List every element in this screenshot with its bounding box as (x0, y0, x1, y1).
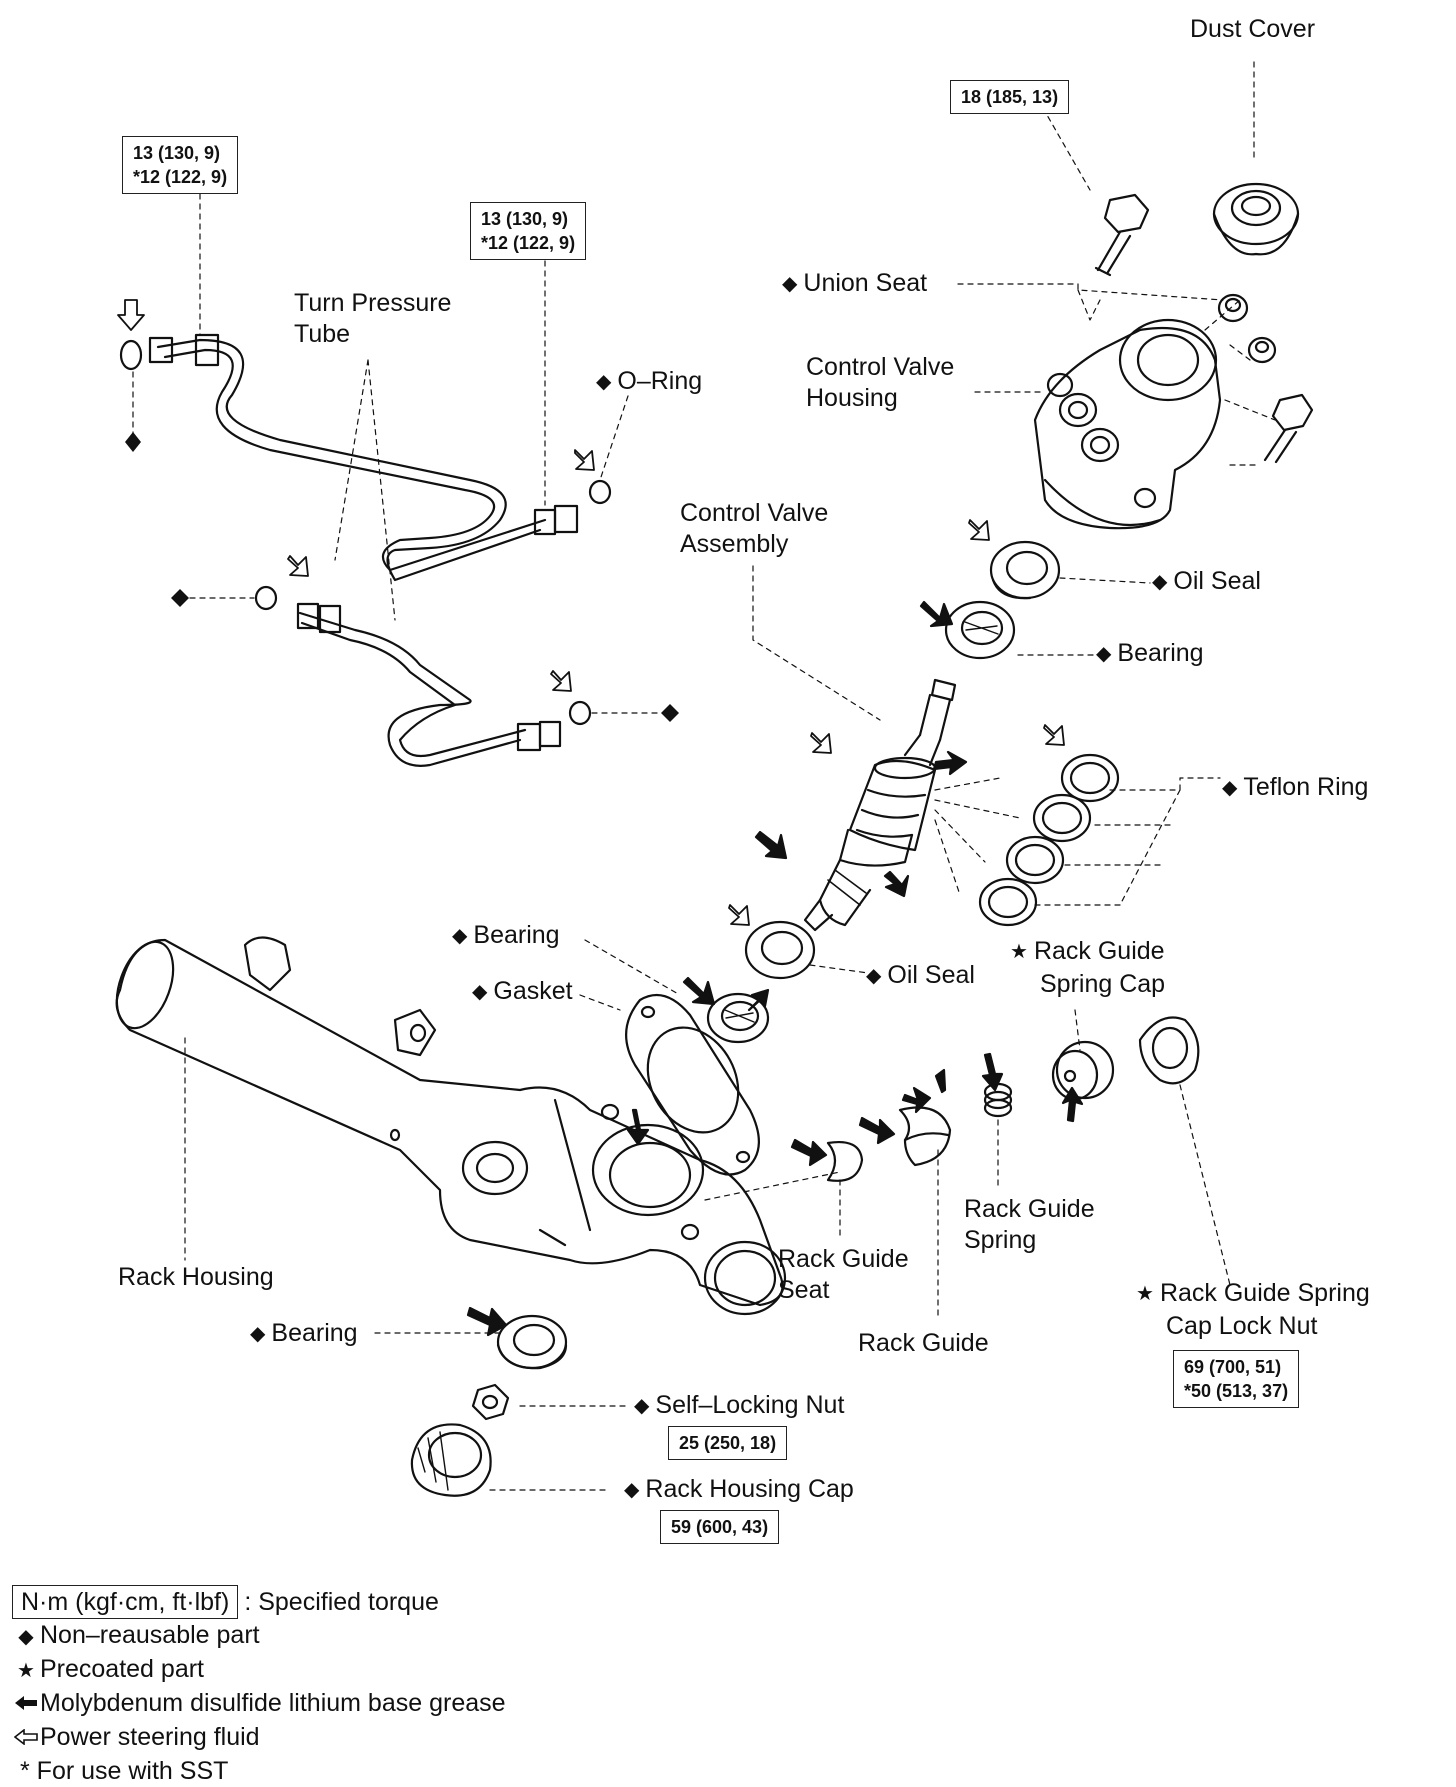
dust-cover-part (1212, 182, 1300, 256)
label-oil-seal-lower: ◆Oil Seal (866, 961, 975, 989)
torque-value-sst: *12 (122, 9) (133, 167, 228, 187)
star-icon: ★ (17, 1660, 35, 1682)
bearing-bottom-part (496, 1314, 568, 1370)
label-bearing-bottom: ◆Bearing (250, 1319, 358, 1347)
rack-guide-spring-cap-lock-nut-part (1138, 1016, 1200, 1085)
diamond-icon: ◆ (1152, 571, 1168, 593)
label-teflon-ring: ◆Teflon Ring (1222, 773, 1369, 801)
diamond-icon: ◆ (18, 1626, 34, 1648)
torque-box-rack-housing-cap: 59 (600, 43) (660, 1510, 780, 1544)
diamond-icon: ◆ (596, 371, 612, 393)
legend-unit-box: N·m (kgf·cm, ft·lbf) (12, 1585, 239, 1619)
rack-guide-seat-part (826, 1141, 864, 1182)
bearing-upper-part (944, 600, 1016, 660)
torque-value: 69 (700, 51) (1184, 1357, 1282, 1377)
diamond-icon: ◆ (250, 1323, 266, 1345)
label-rack-guide-spring-cap-lock-nut: ★Rack Guide Spring Cap Lock Nut (1136, 1279, 1370, 1340)
non-reusable-markers (125, 432, 679, 722)
union-seat-parts (1217, 293, 1277, 364)
oil-seal-upper-part (989, 540, 1061, 600)
label-rack-guide-spring-cap: ★Rack Guide Spring Cap (1010, 937, 1166, 998)
legend: N·m (kgf·cm, ft·lbf): Specified torque ◆… (12, 1585, 506, 1787)
label-bearing-upper: ◆Bearing (1096, 639, 1204, 667)
diamond-icon: ◆ (634, 1395, 650, 1417)
torque-value: 13 (130, 9) (481, 209, 569, 229)
legend-torque-row: N·m (kgf·cm, ft·lbf): Specified torque (12, 1585, 506, 1619)
label-gasket: ◆Gasket (472, 977, 573, 1005)
bolt-housing-right (1263, 393, 1314, 464)
label-bearing-mid: ◆Bearing (452, 921, 560, 949)
rack-guide-spring-part (983, 1082, 1013, 1118)
torque-value: 13 (130, 9) (133, 143, 221, 163)
gasket-part (625, 993, 760, 1176)
legend-precoated-row: ★Precoated part (12, 1653, 506, 1687)
label-rack-housing-cap: ◆Rack Housing Cap (624, 1475, 854, 1503)
torque-box-self-locking-nut: 25 (250, 18) (668, 1426, 788, 1460)
bearing-mid-part (706, 992, 770, 1044)
label-union-seat: ◆Union Seat (782, 269, 928, 297)
turn-pressure-tube-lower (296, 602, 562, 767)
label-rack-housing: Rack Housing (118, 1263, 274, 1291)
control-valve-housing-part (1033, 318, 1222, 530)
legend-ps-fluid-row: Power steering fluid (12, 1721, 506, 1755)
label-dust-cover: Dust Cover (1190, 15, 1316, 43)
torque-value-sst: *12 (122, 9) (481, 233, 576, 253)
oil-seal-lower-part (744, 920, 816, 980)
label-turn-pressure-tube: Turn Pressure Tube (294, 289, 452, 348)
moly-grease-arrows (466, 600, 1084, 1337)
diamond-icon: ◆ (472, 981, 488, 1003)
self-locking-nut-part (471, 1383, 510, 1421)
torque-box-union-bolt-left: 13 (130, 9) *12 (122, 9) (122, 136, 239, 194)
diamond-icon: ◆ (782, 273, 798, 295)
label-o-ring: ◆O–Ring (596, 367, 703, 395)
torque-box-housing-bolt: 18 (185, 13) (950, 80, 1070, 114)
torque-value: 25 (250, 18) (679, 1433, 777, 1453)
teflon-ring-parts (978, 753, 1120, 927)
legend-sst-row: * For use with SST (20, 1757, 229, 1785)
star-icon: ★ (1010, 941, 1028, 963)
diamond-icon: ◆ (1096, 643, 1112, 665)
torque-value-sst: *50 (513, 37) (1184, 1381, 1289, 1401)
solid-arrow-icon (12, 1689, 40, 1721)
bolt-18nm (1094, 193, 1150, 277)
leader-lines (132, 61, 1276, 1491)
diamond-icon: ◆ (866, 965, 882, 987)
diamond-icon: ◆ (1222, 777, 1238, 799)
diamond-icon: ◆ (452, 925, 468, 947)
label-self-locking-nut: ◆Self–Locking Nut (634, 1391, 845, 1419)
label-oil-seal-upper: ◆Oil Seal (1152, 567, 1261, 595)
legend-non-reusable-row: ◆Non–reausable part (12, 1619, 506, 1653)
o-ring-parts (119, 339, 612, 726)
rack-housing-cap-part (410, 1423, 492, 1497)
diamond-icon: ◆ (624, 1479, 640, 1501)
rack-housing-part (115, 936, 787, 1316)
label-rack-guide-spring: Rack Guide Spring (964, 1195, 1095, 1254)
legend-unit-desc: : Specified torque (244, 1588, 439, 1616)
label-rack-guide-seat: Rack Guide Seat (778, 1245, 909, 1304)
power-steering-fluid-arrows (117, 299, 1065, 926)
torque-value: 59 (600, 43) (671, 1517, 769, 1537)
label-control-valve-housing: Control Valve Housing (806, 353, 955, 412)
rack-guide-spring-cap-part (1051, 1040, 1115, 1101)
legend-moly-grease-row: Molybdenum disulfide lithium base grease (12, 1687, 506, 1721)
label-control-valve-assembly: Control Valve Assembly (680, 499, 829, 558)
rack-guide-part (898, 1106, 952, 1167)
label-rack-guide: Rack Guide (858, 1329, 989, 1357)
torque-value: 18 (185, 13) (961, 87, 1059, 107)
star-icon: ★ (1136, 1283, 1154, 1305)
turn-pressure-tube-upper (148, 333, 579, 582)
torque-box-union-bolt-mid: 13 (130, 9) *12 (122, 9) (470, 202, 587, 260)
hollow-arrow-icon (12, 1723, 40, 1755)
torque-box-lock-nut: 69 (700, 51) *50 (513, 37) (1173, 1350, 1300, 1408)
control-valve-assembly-part (803, 678, 957, 932)
